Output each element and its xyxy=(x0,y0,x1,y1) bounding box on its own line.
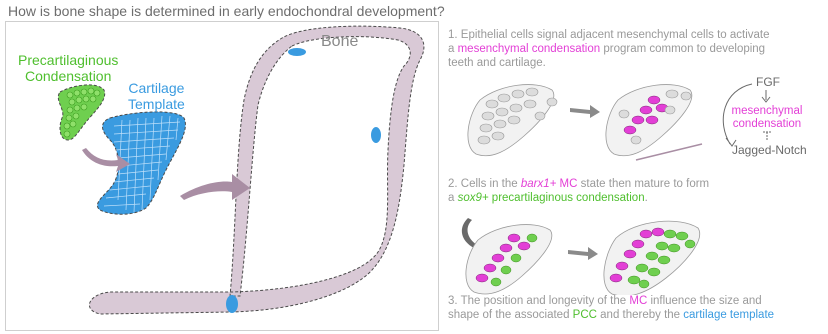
step-3-a-pre: 3. The position and longevity of the xyxy=(448,295,629,307)
reg-mc-line1: mesenchymal xyxy=(732,105,803,117)
step-1-line-b: a mesenchymal condensation program commo… xyxy=(448,42,826,56)
epithelium-step1-after xyxy=(606,85,692,156)
step-1-line-c: teeth and cartilage. xyxy=(448,56,826,70)
step-3-line-a: 3. The position and longevity of the MC … xyxy=(448,294,826,308)
label-precartilaginous-condensation: Precartilaginous Condensation xyxy=(18,52,118,84)
label-pcc-line1: Precartilaginous xyxy=(18,52,118,68)
epithelium-step2-after xyxy=(604,221,700,295)
step-3-line-b: shape of the associated PCC and thereby … xyxy=(448,308,826,322)
step-3-a-post: influence the size and xyxy=(647,295,761,307)
reg-inhibit-mc-jn xyxy=(763,132,771,140)
right-illustrations-svg: FGF mesenchymal condensation Jagged-Notc… xyxy=(440,70,828,295)
epithelium-step2-before xyxy=(466,225,552,294)
step-1-highlight: mesenchymal condensation xyxy=(458,43,601,55)
reg-arrow-fgf-mc xyxy=(762,90,770,102)
reg-mc-line2: condensation xyxy=(733,118,801,130)
arrow-step2 xyxy=(568,247,598,260)
step-1-text: 1. Epithelial cells signal adjacent mese… xyxy=(448,28,826,70)
label-cartilage-template: Cartilage Template xyxy=(128,80,185,112)
reg-fgf: FGF xyxy=(756,75,780,89)
bone-cartilage-patch xyxy=(371,127,381,143)
step-1-b-pre: a xyxy=(448,43,458,55)
step-3-cartilage-template: cartilage template xyxy=(683,309,774,321)
step-1-line-a: 1. Epithelial cells signal adjacent mese… xyxy=(448,28,826,42)
label-cartilage-line2: Template xyxy=(128,96,185,112)
reg-jagged-notch: Jagged-Notch xyxy=(732,143,807,157)
epithelium-step1-before xyxy=(468,85,557,156)
step-1-b-post: program common to developing xyxy=(600,43,765,55)
step-3-b-mid: and thereby the xyxy=(597,309,683,321)
label-cartilage-line1: Cartilage xyxy=(128,80,185,96)
step-3-b-pre: shape of the associated xyxy=(448,309,573,321)
bone-cartilage-patch xyxy=(288,48,306,56)
step-3-pcc: PCC xyxy=(573,309,597,321)
left-diagram-svg xyxy=(0,0,440,334)
bone-cartilage-patch xyxy=(226,295,238,313)
label-pcc-line2: Condensation xyxy=(18,68,118,84)
step-3-mc: MC xyxy=(629,295,647,307)
arrow-step1 xyxy=(570,105,600,118)
label-bone: Bone xyxy=(321,33,358,51)
step-3-text: 3. The position and longevity of the MC … xyxy=(448,294,826,322)
